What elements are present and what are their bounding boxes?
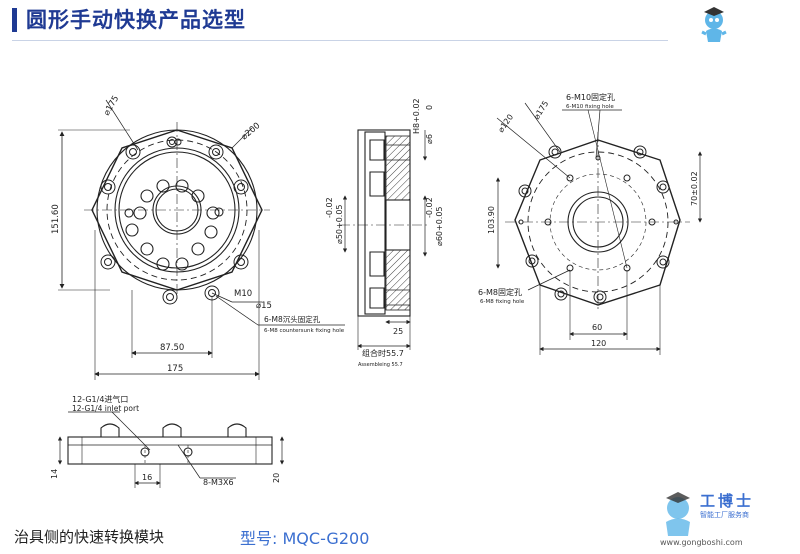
front-note-cn: 6-M8沉头固定孔 <box>264 314 321 324</box>
section-dim-d50b: -0.02 <box>325 197 334 218</box>
rear-dim-w60: 60 <box>592 323 602 332</box>
front-dim-d200: ⌀200 <box>240 121 263 142</box>
title-accent-bar <box>12 8 17 32</box>
rear-view <box>495 102 703 355</box>
page-title: 圆形手动快换产品选型 <box>26 8 246 32</box>
section-dim-d60b: -0.02 <box>425 197 434 218</box>
rear-m8-en: 6-M8 fixing hole <box>480 299 525 305</box>
watermark-mascot-icon <box>666 492 690 536</box>
watermark-tagline: 智能工厂服务商 <box>700 511 749 519</box>
title-underline <box>12 40 668 41</box>
section-dim-d6: ⌀6 <box>425 134 434 144</box>
section-dim-h8: H8+0.02 <box>412 98 421 134</box>
front-dim-w87: 87.50 <box>160 343 184 353</box>
module-caption: 治具侧的快速转换模块 <box>14 528 165 546</box>
front-dim-w175: 175 <box>167 364 183 374</box>
side-dim-h20: 20 <box>272 473 281 483</box>
rear-m10-en: 6-M10 fixing hole <box>566 104 614 110</box>
watermark-url: www.gongboshi.com <box>660 538 743 547</box>
front-dim-d15: ⌀15 <box>256 301 272 311</box>
section-asm-en: Assembleing 55.7 <box>358 362 403 368</box>
rear-dim-d175: ⌀175 <box>532 99 550 121</box>
side-dim-w16: 16 <box>142 473 152 482</box>
rear-dim-w120: 120 <box>591 339 606 348</box>
front-dim-h151: 151.60 <box>51 204 61 234</box>
rear-dim-h70: 70±0.02 <box>690 171 699 206</box>
mascot-icon <box>701 7 727 42</box>
watermark-name: 工博士 <box>700 492 755 510</box>
side-port-en: 12-G1/4 inlet port <box>72 404 139 413</box>
rear-m10-cn: 6-M10固定孔 <box>566 92 615 102</box>
side-dim-h14: 14 <box>50 469 59 479</box>
section-dim-d60: ⌀60+0.05 <box>435 206 444 246</box>
model-label: 型号: <box>240 529 278 548</box>
front-dim-d175: ⌀175 <box>102 94 121 117</box>
side-dim-m3: 8-M3X6 <box>203 478 234 487</box>
section-dim-w25: 25 <box>393 327 403 336</box>
section-asm-cn: 组合时55.7 <box>362 348 404 358</box>
front-dim-m10: M10 <box>234 289 252 299</box>
front-view <box>58 99 345 380</box>
side-view <box>57 411 285 488</box>
model-value: MQC-G200 <box>282 529 370 548</box>
title-bar: 圆形手动快换产品选型 <box>0 0 800 44</box>
rear-m8-cn: 6-M8固定孔 <box>478 287 522 297</box>
front-note-en: 6-M8 countersunk fixing hole <box>264 328 345 334</box>
section-dim-h8b: 0 <box>425 105 434 110</box>
model-number: 型号: MQC-G200 <box>240 525 369 549</box>
rear-dim-h103: 103.90 <box>487 206 496 234</box>
section-view <box>340 129 430 350</box>
side-port-cn: 12-G1/4进气口 <box>72 394 128 404</box>
section-dim-d50: ⌀50+0.05 <box>335 204 344 244</box>
